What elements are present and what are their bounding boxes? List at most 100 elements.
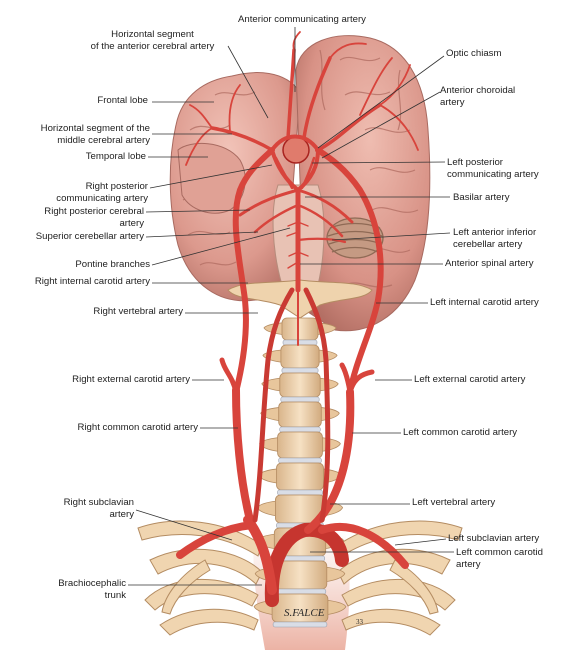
leader-line bbox=[317, 55, 445, 149]
label-pontine-branches: Pontine branches bbox=[20, 259, 150, 271]
label-line: communicating artery bbox=[56, 192, 148, 204]
aica-vessel bbox=[296, 237, 347, 244]
leader-line bbox=[311, 161, 446, 164]
label-line: Frontal lobe bbox=[97, 95, 148, 106]
intervertebral-disc bbox=[279, 426, 321, 433]
left-internal-carotid-vessel bbox=[315, 147, 384, 395]
label-line: cerebellar artery bbox=[453, 238, 523, 250]
label-line: Anterior spinal artery bbox=[445, 258, 534, 269]
label-anterior-communicating-artery: Anterior communicating artery bbox=[212, 14, 392, 26]
label-line: middle cerebral artery bbox=[57, 134, 150, 146]
label-line: artery bbox=[119, 217, 144, 229]
label-superior-cerebellar-artery: Superior cerebellar artery bbox=[0, 231, 144, 243]
intervertebral-disc bbox=[281, 367, 319, 374]
vertebra bbox=[281, 317, 319, 341]
label-right-vertebral-artery: Right vertebral artery bbox=[40, 306, 183, 318]
label-line: Anterior choroidal bbox=[440, 85, 516, 96]
label-line: Anterior communicating artery bbox=[238, 14, 366, 25]
label-line: Left common carotid bbox=[456, 547, 543, 558]
left-vertebral-vessel bbox=[303, 287, 331, 523]
anterior-cerebral-vessels bbox=[286, 48, 332, 140]
label-line: Right vertebral artery bbox=[93, 306, 183, 317]
middle-cerebral-vessels bbox=[210, 103, 382, 152]
intervertebral-disc bbox=[278, 457, 322, 464]
label-left-common-carotid-artery: Left common carotid artery bbox=[403, 427, 517, 439]
label-line: Horizontal segment of the bbox=[40, 123, 150, 134]
cervical-spine bbox=[253, 317, 347, 628]
label-right-common-carotid-artery: Right common carotid artery bbox=[20, 422, 199, 434]
right-hemisphere-shape bbox=[295, 35, 431, 332]
vertebra bbox=[280, 344, 320, 369]
label-line: Basilar artery bbox=[453, 192, 510, 203]
vertebra bbox=[278, 401, 322, 428]
leader-line bbox=[135, 509, 233, 541]
intervertebral-disc bbox=[273, 588, 327, 595]
label-anterior-spinal-artery: Anterior spinal artery bbox=[445, 258, 534, 270]
label-line: Left internal carotid artery bbox=[430, 297, 539, 308]
label-optic-chiasm: Optic chiasm bbox=[446, 48, 501, 60]
intervertebral-disc bbox=[280, 396, 320, 403]
leader-line bbox=[394, 538, 447, 546]
intervertebral-disc bbox=[277, 489, 323, 496]
vertebra bbox=[279, 372, 321, 398]
label-line: Right external carotid artery bbox=[72, 374, 190, 385]
label-line: communicating artery bbox=[447, 168, 539, 180]
label-line: Left posterior bbox=[447, 157, 503, 168]
label-left-internal-carotid-artery: Left internal carotid artery bbox=[430, 297, 539, 309]
vertebra bbox=[276, 462, 324, 491]
right-internal-carotid-vessel bbox=[232, 147, 275, 395]
label-line: Optic chiasm bbox=[446, 48, 502, 59]
label-left-subclavian-artery: Left subclavian artery bbox=[448, 533, 539, 545]
label-line: Brachiocephalic bbox=[58, 578, 126, 589]
label-line: artery bbox=[109, 508, 134, 520]
leader-line bbox=[149, 164, 273, 189]
label-line: Left anterior inferior bbox=[453, 227, 537, 238]
skull-base bbox=[227, 279, 373, 319]
artist-signature: S.FALCE bbox=[284, 607, 325, 619]
left-subclavian-vessel bbox=[318, 522, 409, 569]
label-line: artery bbox=[456, 558, 481, 570]
label-right-internal-carotid-artery: Right internal carotid artery bbox=[0, 276, 150, 288]
label-line: Superior cerebellar artery bbox=[35, 231, 144, 242]
label-line: Right internal carotid artery bbox=[34, 276, 150, 287]
label-line: Left vertebral artery bbox=[412, 497, 496, 508]
label-line: Right posterior cerebral bbox=[44, 206, 144, 217]
intervertebral-disc bbox=[282, 339, 318, 346]
superior-cerebellar-vessels bbox=[253, 203, 344, 238]
label-line: Right subclavian bbox=[63, 497, 134, 508]
label-line: Horizontal segment bbox=[111, 29, 194, 40]
leader-line bbox=[331, 232, 451, 241]
right-vertebral-vessel bbox=[252, 287, 295, 523]
intervertebral-disc bbox=[272, 621, 328, 628]
label-line: Left common carotid artery bbox=[403, 427, 518, 438]
posterior-communicating-vessels bbox=[274, 156, 316, 190]
label-line: Left external carotid artery bbox=[414, 374, 526, 385]
left-common-carotid-vessel bbox=[304, 388, 355, 534]
label-temporal-lobe: Temporal lobe bbox=[40, 151, 146, 163]
right-external-carotid-vessel bbox=[219, 357, 239, 395]
label-line: of the anterior cerebral artery bbox=[90, 40, 215, 52]
label-frontal-lobe: Frontal lobe bbox=[40, 95, 148, 107]
label-line: Right common carotid artery bbox=[77, 422, 199, 433]
leader-line bbox=[151, 227, 291, 266]
arteries bbox=[176, 31, 419, 607]
label-line: Pontine branches bbox=[75, 259, 150, 270]
temporal-lobe-shape bbox=[177, 142, 246, 214]
leader-line bbox=[227, 45, 269, 119]
leader-line bbox=[321, 91, 441, 159]
label-line: Temporal lobe bbox=[85, 151, 146, 162]
leader-lines bbox=[128, 27, 454, 586]
label-left-external-carotid-artery: Left external carotid artery bbox=[414, 374, 525, 386]
right-common-carotid-vessel bbox=[232, 386, 254, 524]
label-line: Right posterior bbox=[85, 181, 148, 192]
label-line: Left subclavian artery bbox=[448, 533, 540, 544]
